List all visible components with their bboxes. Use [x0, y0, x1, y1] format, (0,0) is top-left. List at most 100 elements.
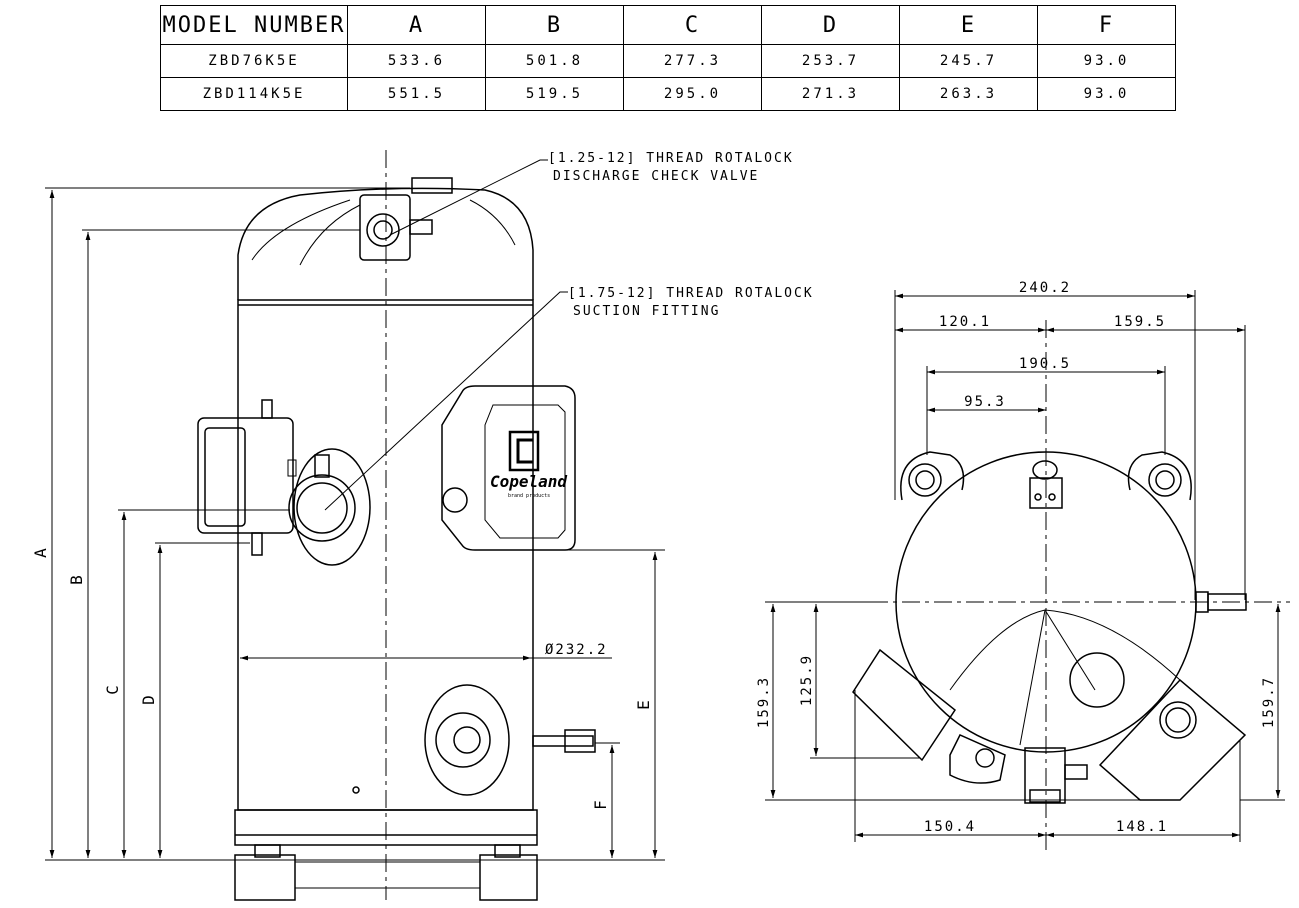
top-view-labels: 240.2 120.1 159.5 190.5 95.3 159.3 125.9… — [756, 280, 1277, 835]
table-header-cell: MODEL NUMBER — [160, 5, 348, 45]
gauge — [975, 748, 995, 768]
table-row: ZBD76K5E 533.6 501.8 277.3 253.7 245.7 9… — [160, 44, 1176, 78]
dome-fold — [1019, 609, 1046, 746]
dim-height-left: 159.3 — [756, 676, 772, 728]
discharge-valve-port-inner — [373, 220, 393, 240]
suction-stub — [314, 454, 330, 478]
dim-left-half: 120.1 — [939, 314, 991, 330]
top-view — [765, 290, 1290, 850]
top-fitting — [411, 177, 453, 194]
dimensions-table: MODEL NUMBER A B C D E F ZBD76K5E 533.6 … — [160, 5, 1176, 111]
dim-label-e: E — [634, 700, 653, 710]
table-cell: 277.3 — [623, 44, 762, 78]
table-header-cell: F — [1037, 5, 1176, 45]
suction-callout-line2: SUCTION FITTING — [573, 304, 720, 319]
terminal-box-inner — [484, 404, 566, 539]
discharge-valve-port — [366, 213, 400, 247]
discharge-service-port — [409, 219, 433, 235]
table-cell: 551.5 — [347, 77, 486, 111]
terminal-box — [441, 385, 576, 551]
suction-callout-line1: [1.75-12] THREAD ROTALOCK — [568, 286, 814, 301]
dim-height-inner: 125.9 — [799, 654, 815, 706]
suction-leader — [324, 291, 568, 511]
mount-hole-left-inner — [915, 470, 935, 490]
bracket-bolt — [1048, 493, 1056, 501]
terminal-box-port-inner — [1165, 707, 1191, 733]
suction-fitting-port — [288, 474, 356, 542]
discharge-callout-line1: [1.25-12] THREAD ROTALOCK — [548, 151, 794, 166]
protector-window — [204, 427, 246, 527]
dome-rib — [251, 199, 351, 261]
sight-dot — [352, 786, 360, 794]
protector-tab — [261, 399, 273, 419]
table-cell: 263.3 — [899, 77, 1038, 111]
dim-bottom-right: 148.1 — [1116, 819, 1168, 835]
process-valve — [564, 729, 596, 753]
copeland-logo-box — [508, 430, 540, 472]
table-cell: 295.0 — [623, 77, 762, 111]
table-cell: 271.3 — [761, 77, 900, 111]
side-port — [1064, 764, 1088, 780]
dim-label-f: F — [591, 800, 610, 810]
top-bracket — [1029, 477, 1063, 509]
table-cell: 93.0 — [1037, 44, 1176, 78]
dim-bottom-left: 150.4 — [924, 819, 976, 835]
table-cell: 533.6 — [347, 44, 486, 78]
process-fitting-port-inner — [453, 726, 481, 754]
mount-rail — [295, 861, 480, 889]
table-cell: 93.0 — [1037, 77, 1176, 111]
dim-overall-width: 240.2 — [1019, 280, 1071, 296]
grommet-right — [494, 844, 521, 858]
process-fitting-port — [435, 712, 491, 768]
table-cell: 519.5 — [485, 77, 624, 111]
terminal-box-port — [442, 487, 468, 513]
dome-fold — [1044, 609, 1096, 691]
dim-bolt-spacing: 190.5 — [1019, 356, 1071, 372]
protector-tab — [251, 532, 263, 556]
dome-rib — [299, 204, 361, 266]
mount-foot-right — [479, 854, 538, 901]
copeland-logo-c — [516, 438, 533, 464]
top-boss — [1032, 460, 1058, 480]
copeland-logo-text: Copeland — [490, 472, 567, 491]
mount-ear-right — [1127, 451, 1192, 501]
side-view-labels: A B C D E F Ø232.2 [1.25-12] THREAD ROTA… — [31, 151, 814, 810]
shell-dome — [237, 187, 534, 300]
dim-bolt-half: 95.3 — [964, 394, 1006, 410]
mount-hole-right-inner — [1155, 470, 1175, 490]
dome-fold — [949, 609, 1181, 691]
side-view: Copeland brand products — [45, 150, 665, 901]
copeland-logo-sub: brand products — [508, 493, 550, 499]
discharge-leader — [389, 159, 548, 236]
terminal-box-right — [1098, 678, 1247, 801]
dim-label-d: D — [139, 695, 158, 705]
discharge-callout-line2: DISCHARGE CHECK VALVE — [553, 169, 759, 184]
terminal-box-port — [1159, 701, 1197, 739]
protector-slot — [287, 459, 297, 477]
mount-hole-right — [1148, 463, 1182, 497]
table-cell: 245.7 — [899, 44, 1038, 78]
mount-foot-left — [234, 854, 296, 901]
process-tube — [532, 735, 594, 747]
bracket-bolt — [1034, 493, 1042, 501]
dim-label-a: A — [31, 548, 50, 558]
mount-hole-left — [908, 463, 942, 497]
terminal-box-left — [852, 648, 957, 762]
table-header-row: MODEL NUMBER A B C D E F — [160, 5, 1176, 45]
inner-circle — [1069, 652, 1125, 708]
table-row: ZBD114K5E 551.5 519.5 295.0 271.3 263.3 … — [160, 77, 1176, 111]
suction-fitting-port-inner — [296, 482, 348, 534]
dim-label-b: B — [67, 575, 86, 585]
suction-fitting-boss — [293, 448, 371, 566]
discharge-fitting — [949, 734, 1006, 784]
dim-height-right: 159.7 — [1261, 676, 1277, 728]
table-cell: ZBD76K5E — [160, 44, 348, 78]
dim-label-c: C — [103, 685, 122, 695]
table-header-cell: A — [347, 5, 486, 45]
mount-ear-left — [900, 451, 965, 501]
diameter-label: Ø232.2 — [545, 642, 608, 658]
table-cell: ZBD114K5E — [160, 77, 348, 111]
dome-rib — [469, 199, 516, 246]
suction-stub — [1024, 747, 1066, 804]
